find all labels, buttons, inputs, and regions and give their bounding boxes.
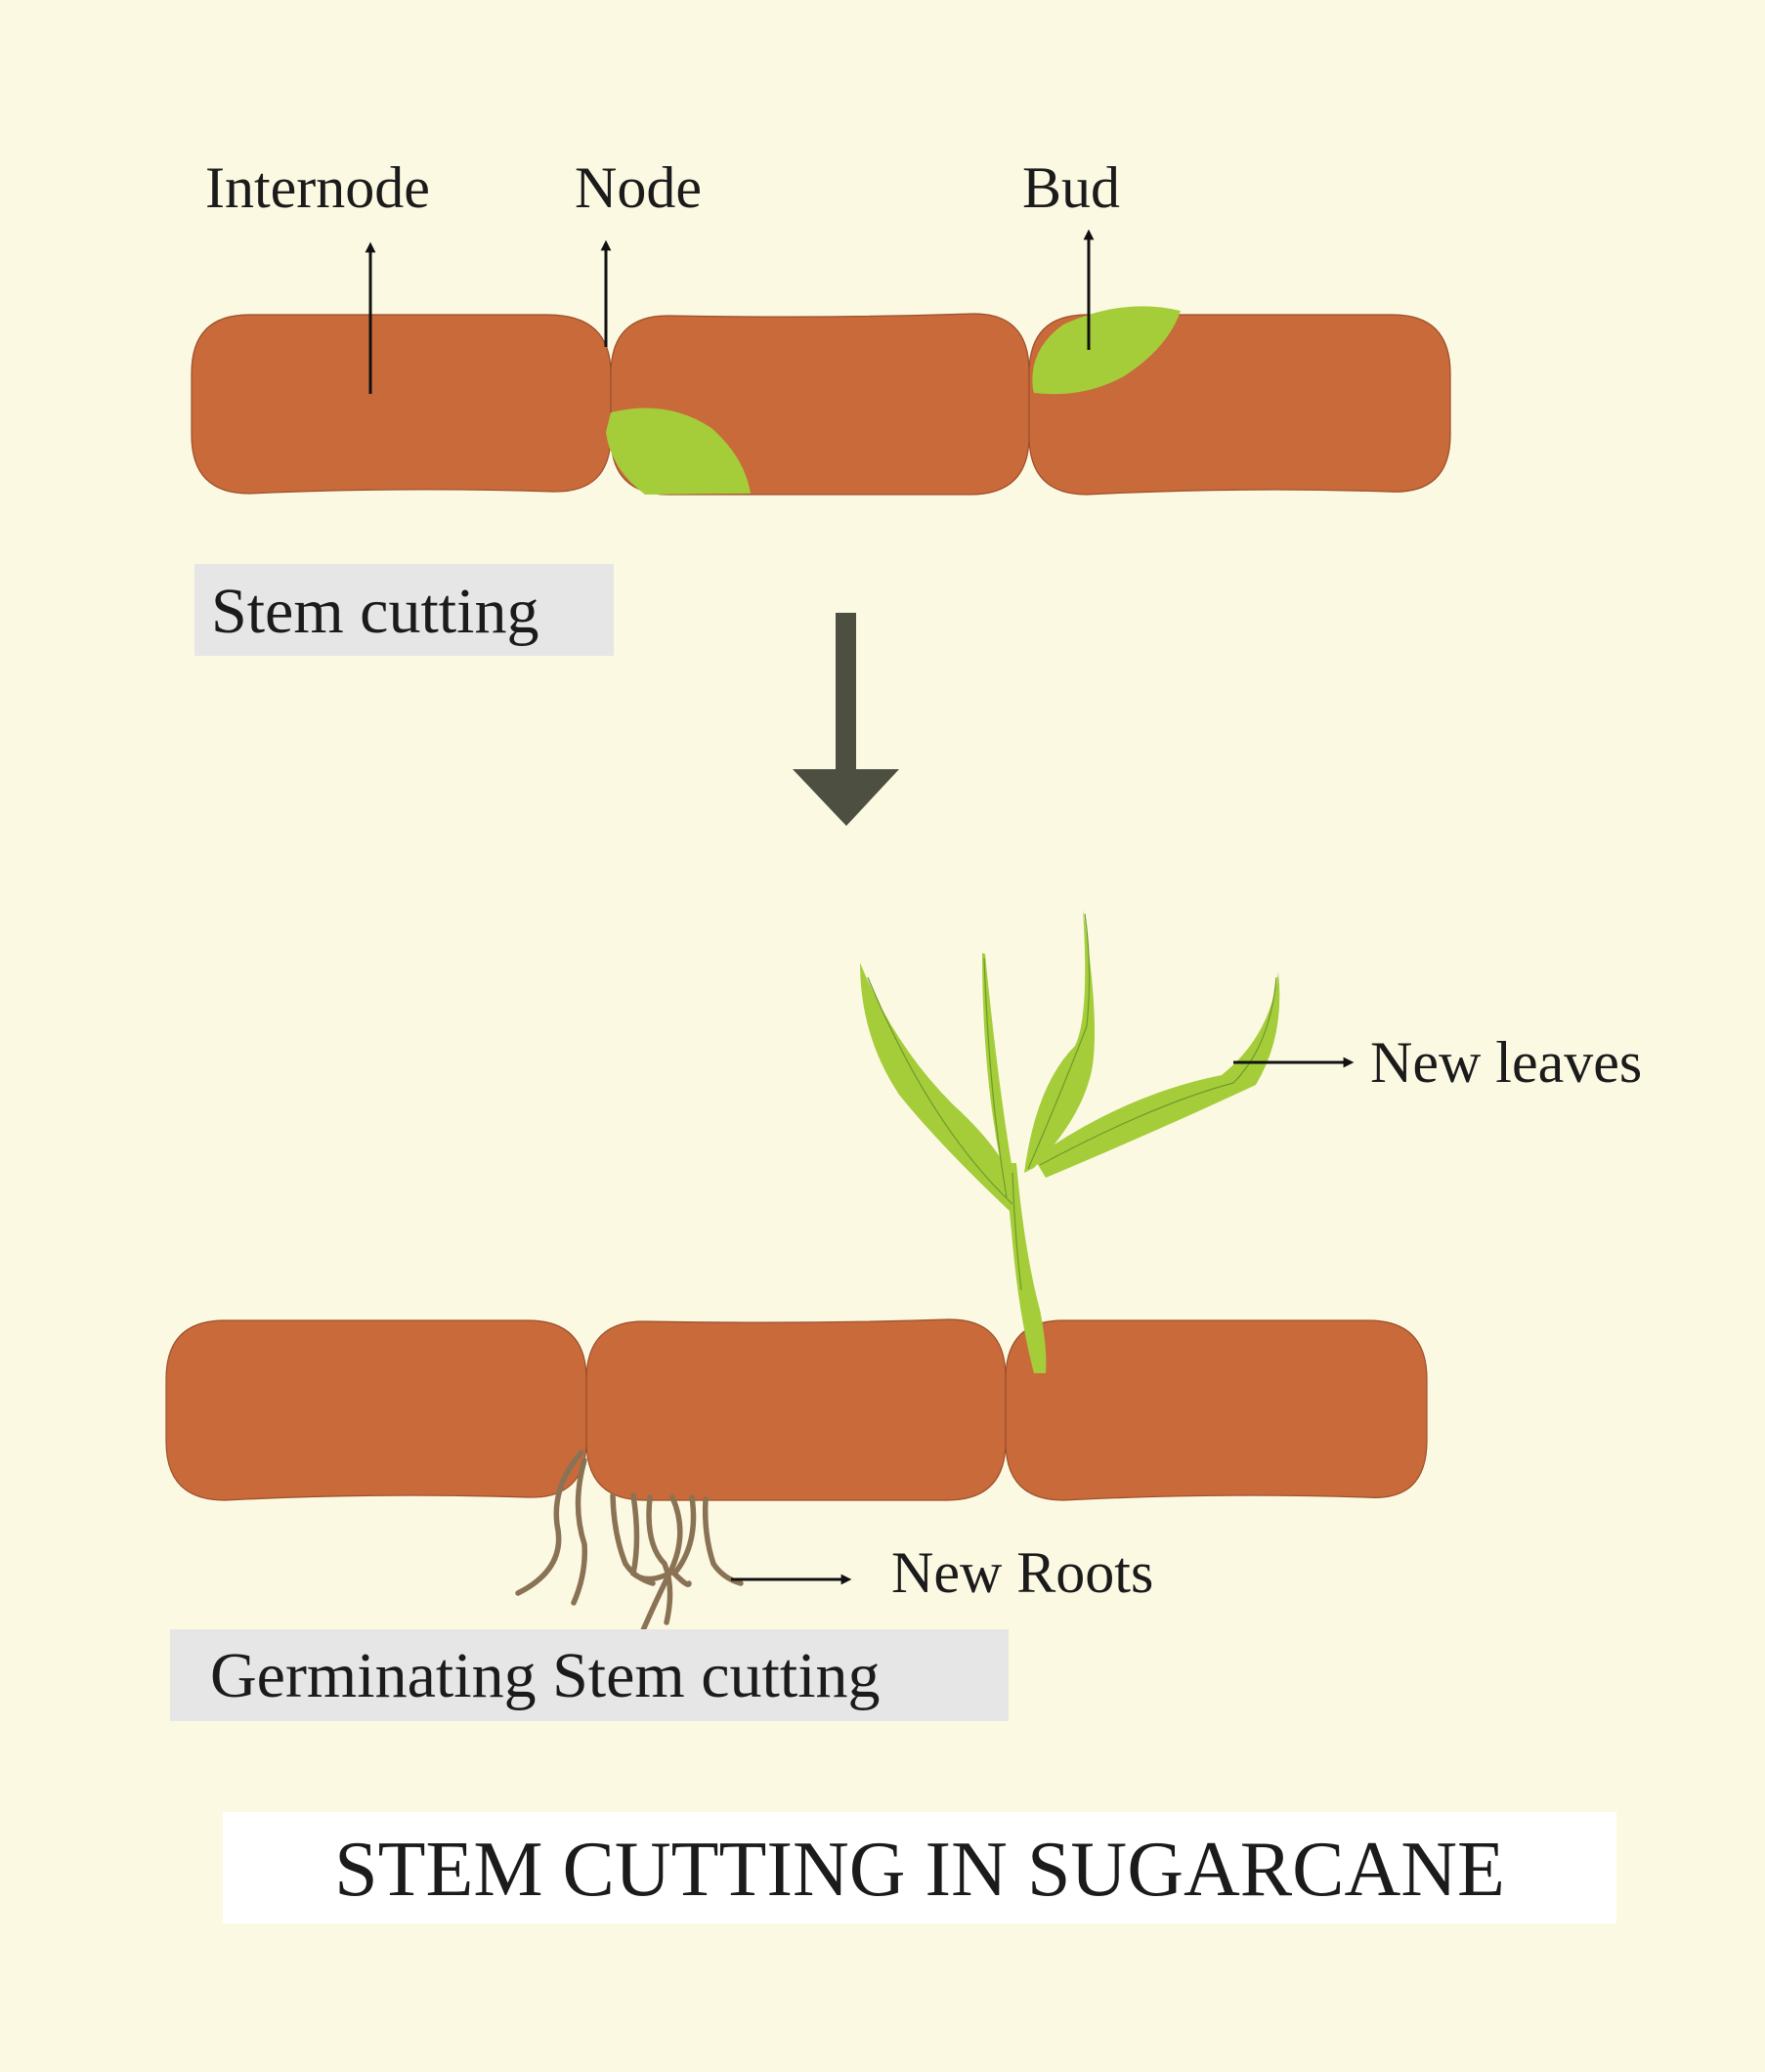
- title-box: [223, 1812, 1616, 1923]
- new-roots: [515, 1449, 744, 1640]
- flow-down-arrow: [793, 613, 899, 826]
- leaf-left: [860, 963, 1016, 1212]
- root: [571, 1457, 588, 1606]
- leaf-stem: [1009, 1163, 1047, 1373]
- leaf-veins: [867, 913, 1277, 1291]
- germinating-stem-cutting: New leaves New Roots Germinating Stem cu…: [165, 909, 1642, 1721]
- internode-segment-1: [191, 314, 612, 495]
- root: [702, 1496, 744, 1586]
- new-leaves-label: New leaves: [1370, 1030, 1642, 1095]
- root: [670, 1494, 697, 1587]
- leaf-middle: [1024, 909, 1096, 1173]
- root: [515, 1449, 584, 1596]
- germinating-caption: Germinating Stem cutting: [210, 1640, 881, 1711]
- bud-label: Bud: [1022, 155, 1120, 220]
- root: [629, 1492, 667, 1582]
- germinating-caption-box: [170, 1629, 1009, 1721]
- leaf-upright: [982, 953, 1016, 1202]
- stem-cutting-caption: Stem cutting: [211, 576, 538, 647]
- germinating-segment-2: [585, 1318, 1007, 1501]
- new-roots-label: New Roots: [891, 1540, 1153, 1605]
- bud-lower: [606, 408, 751, 495]
- bud-upper: [1032, 306, 1181, 395]
- root: [637, 1494, 683, 1640]
- root: [646, 1494, 673, 1625]
- germinating-segment-1: [165, 1319, 587, 1501]
- germinating-segment-3: [1005, 1319, 1428, 1501]
- stem-cutting-caption-box: [194, 564, 614, 656]
- node-label: Node: [575, 155, 702, 220]
- stem-cutting: Internode Node Bud Stem cutting: [191, 155, 1451, 656]
- leaf-right: [1034, 972, 1280, 1178]
- internode-label: Internode: [205, 155, 430, 220]
- new-leaves: [860, 909, 1280, 1373]
- diagram-title: STEM CUTTING IN SUGARCANE: [334, 1827, 1505, 1913]
